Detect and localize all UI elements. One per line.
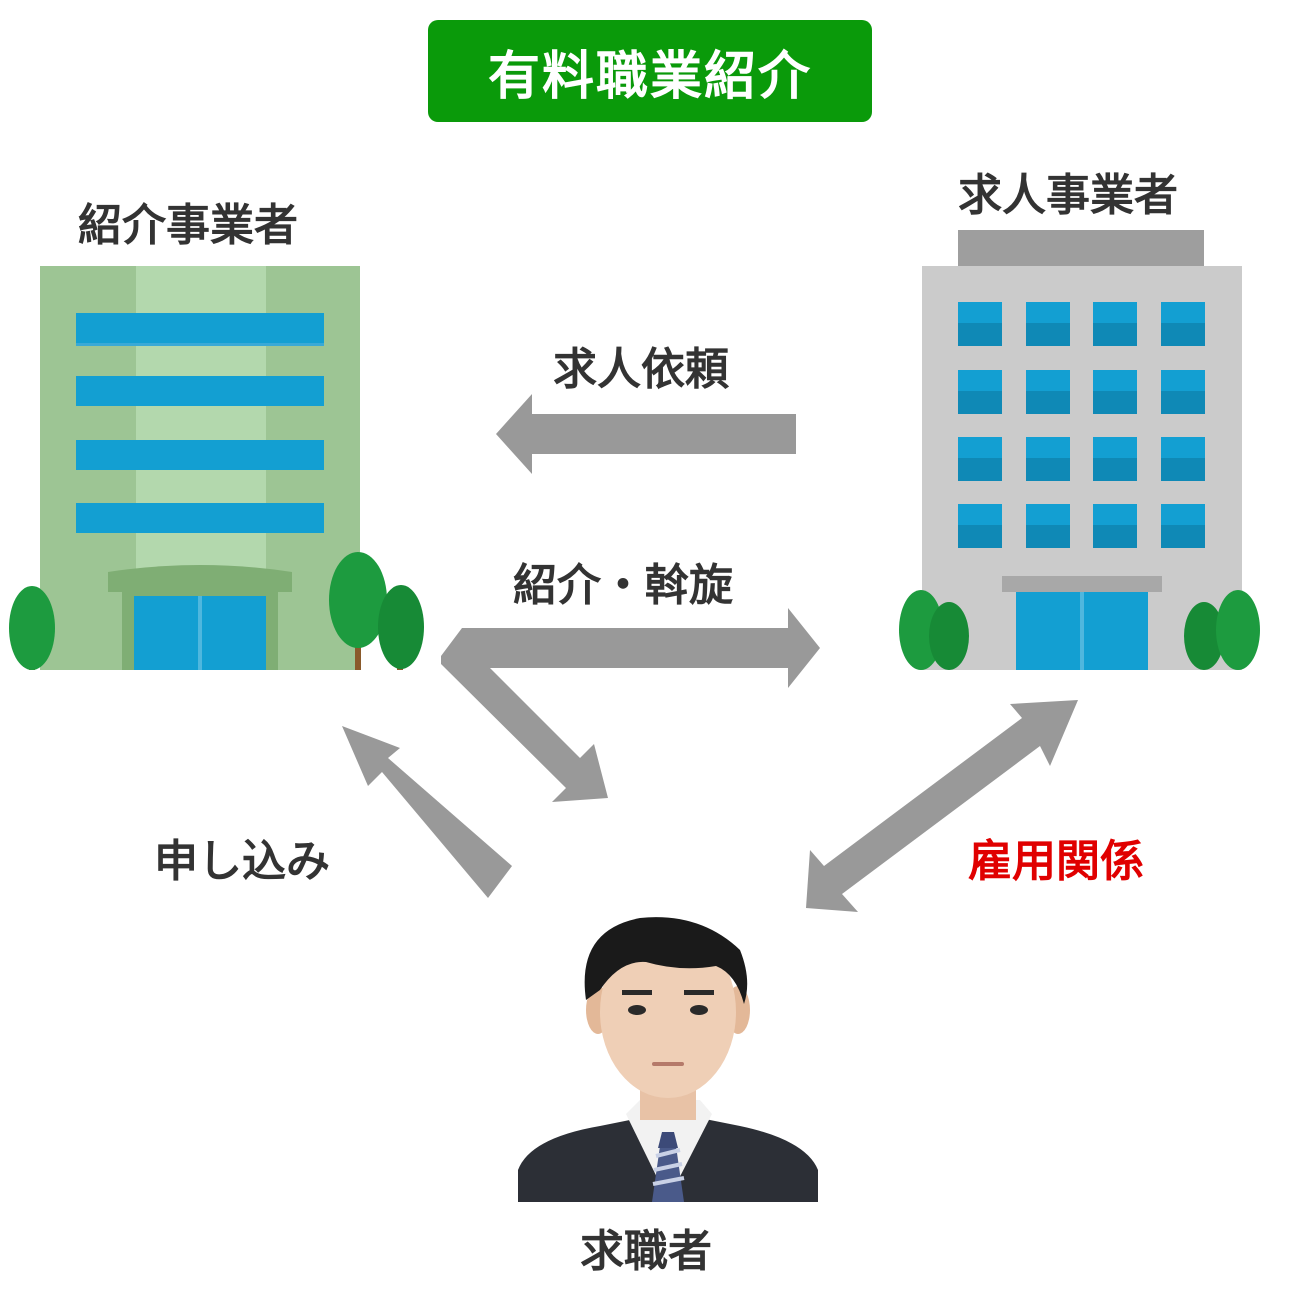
employment-arrow (806, 700, 1078, 912)
seeker-label: 求職者 (580, 1226, 712, 1277)
application-arrow (342, 726, 512, 898)
introduction-arrow (441, 608, 820, 802)
agency-building-icon (9, 266, 424, 670)
page-title: 有料職業紹介 (428, 20, 872, 122)
job-seeker-avatar (518, 917, 818, 1202)
job-request-arrow (496, 394, 796, 474)
employment-label: 雇用関係 (968, 836, 1144, 887)
employer-building-icon (899, 230, 1260, 670)
application-label: 申し込み (154, 836, 330, 887)
agency-label: 紹介事業者 (78, 200, 298, 251)
job-request-label: 求人依頼 (553, 344, 729, 395)
employer-label: 求人事業者 (958, 170, 1178, 221)
introduction-label: 紹介・斡旋 (513, 560, 733, 611)
